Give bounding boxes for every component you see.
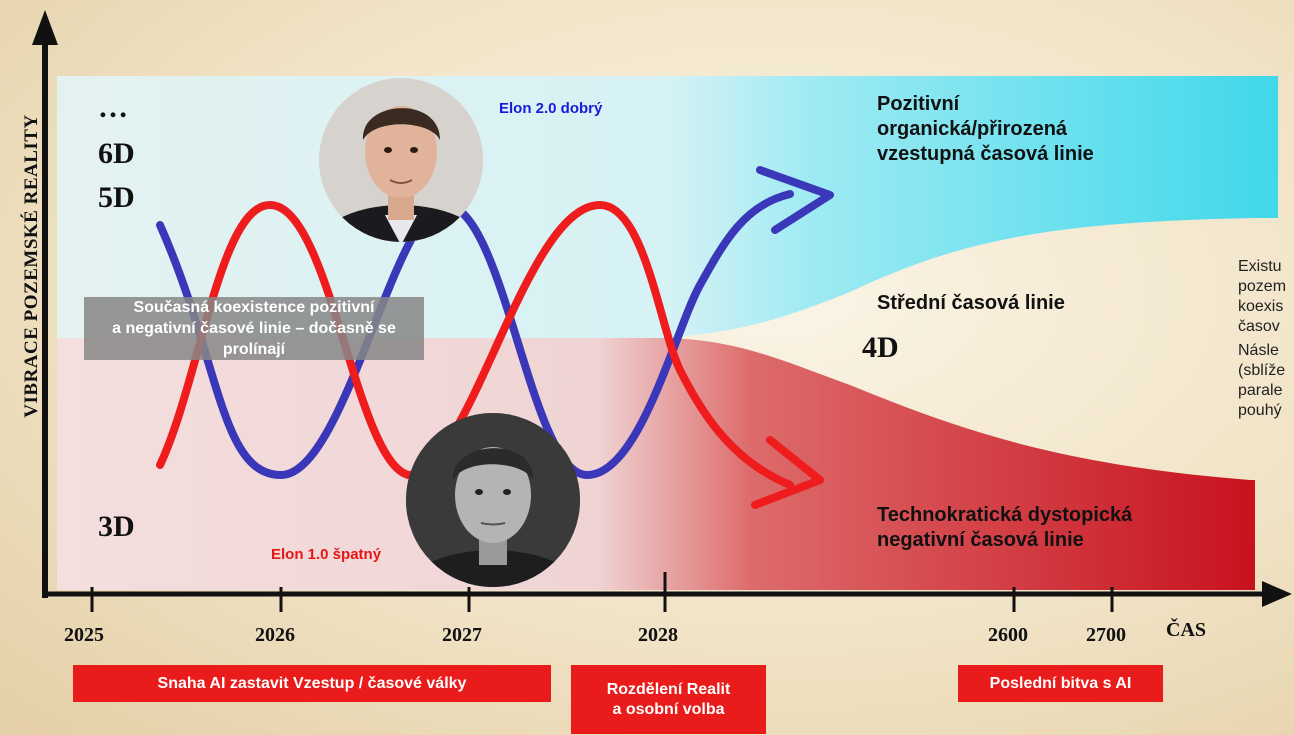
year-2025: 2025	[64, 624, 104, 646]
year-2026: 2026	[255, 624, 295, 646]
positive-timeline-line-3: vzestupná časová linie	[877, 143, 1094, 165]
positive-timeline-label: Pozitivní organická/přirozená vzestupná …	[877, 92, 1094, 167]
y-axis-label: VIBRACE POZEMSKÉ REALITY	[21, 114, 42, 418]
banner-ai-stop: Snaha AI zastavit Vzestup / časové války	[73, 665, 551, 702]
dimension-4d: 4D	[862, 331, 899, 364]
side-description: Existu pozem koexis časov Násle (sblíže …	[1238, 257, 1294, 421]
dimension-6d: 6D	[98, 137, 135, 170]
year-2028: 2028	[638, 624, 678, 646]
positive-wave-arrowhead-icon	[756, 166, 834, 234]
side-line-3: koexis	[1238, 298, 1284, 315]
x-axis-arrow-icon	[1262, 581, 1292, 607]
side-line-8: pouhý	[1238, 402, 1282, 419]
side-line-5: Násle	[1238, 342, 1279, 359]
x-axis-label: ČAS	[1166, 619, 1207, 641]
positive-timeline-line-1: Pozitivní	[877, 93, 960, 115]
negative-timeline-line-1: Technokratická dystopická	[877, 504, 1133, 526]
side-line-1: Existu	[1238, 258, 1282, 275]
negative-timeline-line-2: negativní časová linie	[877, 529, 1084, 551]
elon-bad-portrait	[406, 413, 580, 587]
side-line-7: parale	[1238, 382, 1283, 399]
dimension-ellipsis: …	[98, 91, 128, 124]
side-line-2: pozem	[1238, 278, 1287, 295]
positive-timeline-line-2: organická/přirozená	[877, 118, 1068, 140]
elon-good-label: Elon 2.0 dobrý	[499, 100, 603, 117]
coexistence-note: Současná koexistence pozitivní a negativ…	[84, 297, 424, 360]
negative-timeline-label: Technokratická dystopická negativní časo…	[877, 503, 1132, 553]
year-2027: 2027	[442, 624, 482, 646]
positive-wave-curve	[156, 190, 794, 480]
dimension-5d: 5D	[98, 181, 135, 214]
middle-timeline-label: Střední časová linie	[877, 292, 1065, 314]
side-line-6: (sblíže	[1238, 362, 1286, 379]
year-2600: 2600	[988, 624, 1028, 646]
negative-wave-arrowhead-icon	[751, 436, 824, 509]
banner-split: Rozdělení Realit a osobní volba	[571, 665, 766, 734]
banner-last-battle: Poslední bitva s AI	[958, 665, 1163, 702]
dimension-3d: 3D	[98, 510, 135, 543]
year-2700: 2700	[1086, 624, 1126, 646]
elon-bad-label: Elon 1.0 špatný	[271, 546, 382, 563]
side-line-4: časov	[1238, 318, 1280, 335]
negative-timeline-band	[57, 338, 1255, 590]
y-axis-arrow-icon	[32, 10, 58, 45]
